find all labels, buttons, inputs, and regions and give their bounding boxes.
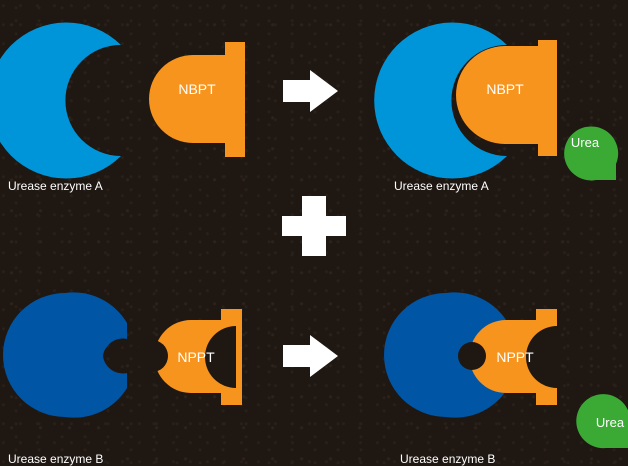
urea-label-b: Urea: [596, 415, 625, 430]
nbpt-label-right: NBPT: [486, 81, 524, 97]
arrow-right-icon: [283, 70, 338, 112]
nbpt-inhibitor-left: NBPT: [149, 42, 245, 157]
enzyme-b-caption-left: Urease enzyme B: [8, 452, 103, 466]
enzyme-b-left: [3, 292, 127, 418]
enzyme-a-caption-right: Urease enzyme A: [394, 179, 489, 193]
enzyme-a-left: [0, 22, 121, 179]
nbpt-label-left: NBPT: [178, 81, 216, 97]
plus-icon: [282, 196, 346, 256]
nppt-inhibitor-left: NPPT: [136, 309, 242, 405]
nppt-label-left: NPPT: [177, 349, 215, 365]
arrow-right-icon: [283, 335, 338, 377]
nppt-label-right: NPPT: [496, 349, 534, 365]
enzyme-b-caption-right: Urease enzyme B: [400, 452, 495, 466]
urea-molecule-b: Urea: [576, 394, 628, 449]
nppt-inhibitor-partial: NPPT: [458, 309, 557, 405]
enzyme-b-right: [384, 292, 508, 418]
enzyme-a-right: [374, 22, 507, 179]
nbpt-inhibitor-bound: NBPT: [456, 40, 557, 156]
enzyme-a-caption-left: Urease enzyme A: [8, 179, 103, 193]
urea-molecule-a: Urea: [564, 126, 619, 181]
urea-label-a: Urea: [571, 135, 600, 150]
